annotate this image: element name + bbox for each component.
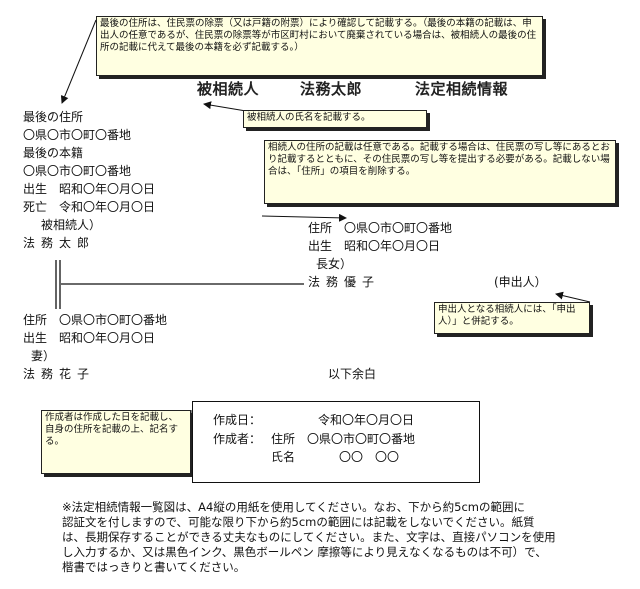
last-address-value: 〇県〇市〇町〇番地 [23, 128, 132, 142]
page-title: 法定相続情報 [415, 80, 509, 98]
note-decedent-name-text: 被相続人の氏名を記載する。 [247, 112, 371, 123]
footer-line: し入力するか、又は黒色インク、黒色ボールペン 摩擦等により見えなくなるものは不可… [62, 545, 547, 559]
creator-label: 作成者： [213, 432, 262, 446]
header-decedent-name: 法務太郎 [300, 80, 363, 98]
creation-date-label: 作成日： [213, 413, 262, 427]
spouse-birth: 出生 昭和〇年〇月〇日 [23, 331, 156, 345]
end-mark: 以下余白 [328, 367, 377, 381]
decedent-birth: 出生 昭和〇年〇月〇日 [23, 182, 156, 196]
footer-line: は、長期保存することができる丈夫なものにしてください。また、文字は、直接パソコン… [62, 530, 556, 544]
note-creator: 作成者は作成した日を記載し、自身の住所を記載の上、記名する。 [41, 410, 191, 474]
child-birth: 出生 昭和〇年〇月〇日 [308, 239, 441, 253]
creator-address-label: 住所 [271, 432, 296, 446]
note-decedent-name: 被相続人の氏名を記載する。 [243, 110, 427, 128]
note-last-address: 最後の住所は、住民票の除票（又は戸籍の附票）により確認して記載する。（最後の本籍… [96, 16, 543, 76]
note-applicant: 申出人となる相続人には、「申出人）」と併記する。 [434, 302, 590, 334]
child-block: 住所 〇県〇市〇町〇番地 出生 昭和〇年〇月〇日 長女） 法務優子 [308, 219, 452, 291]
decedent-block: 最後の住所 〇県〇市〇町〇番地 最後の本籍 〇県〇市〇町〇番地 出生 昭和〇年〇… [23, 108, 155, 252]
spouse-relation: 妻） [31, 349, 56, 363]
footer-line: 楷書ではっきりと書いてください。 [62, 560, 246, 574]
child-name: 法務優子 [308, 275, 381, 289]
note-applicant-text: 申出人となる相続人には、「申出人）」と併記する。 [438, 304, 576, 327]
spouse-name: 法務花子 [23, 367, 96, 381]
note-last-address-text: 最後の住所は、住民票の除票（又は戸籍の附票）により確認して記載する。（最後の本籍… [100, 18, 537, 53]
last-domicile-label: 最後の本籍 [23, 146, 84, 160]
footer-line: 認証文を付しますので、可能な限り下から約5cmの範囲には記載をしないでください。… [62, 515, 535, 529]
spouse-block: 住所 〇県〇市〇町〇番地 出生 昭和〇年〇月〇日 妻） 法務花子 [23, 311, 167, 383]
footer-instructions: ※法定相続情報一覧図は、A4縦の用紙を使用してください。なお、下から約5cmの範… [62, 500, 602, 575]
note-heir-address-text: 相続人の住所の記載は任意である。記載する場合は、住民票の写し等にあるとおり記載す… [268, 142, 610, 177]
last-address-label: 最後の住所 [23, 110, 84, 124]
note-creator-text: 作成者は作成した日を記載し、自身の住所を記載の上、記名する。 [45, 412, 179, 447]
creator-box: 作成日： 令和〇年〇月〇日 作成者： 住所 〇県〇市〇町〇番地 氏名 〇〇 〇〇 [192, 401, 480, 483]
creator-address-value: 〇県〇市〇町〇番地 [307, 432, 416, 446]
decedent-name: 法務太郎 [23, 236, 96, 250]
last-domicile-value: 〇県〇市〇町〇番地 [23, 164, 132, 178]
note-heir-address: 相続人の住所の記載は任意である。記載する場合は、住民票の写し等にあるとおり記載す… [264, 140, 616, 204]
decedent-relation: 被相続人） [41, 218, 102, 232]
child-address: 住所 〇県〇市〇町〇番地 [308, 221, 453, 235]
creator-name-value: 〇〇 〇〇 [339, 450, 400, 464]
decedent-death: 死亡 令和〇年〇月〇日 [23, 200, 156, 214]
spouse-address: 住所 〇県〇市〇町〇番地 [23, 313, 168, 327]
child-relation: 長女） [316, 257, 353, 271]
footer-line: ※法定相続情報一覧図は、A4縦の用紙を使用してください。なお、下から約5cmの範… [62, 500, 525, 514]
applicant-tag: (申出人） [494, 275, 547, 289]
creation-date-value: 令和〇年〇月〇日 [318, 413, 415, 427]
label-decedent: 被相続人 [197, 80, 260, 98]
creator-name-label: 氏名 [271, 450, 296, 464]
